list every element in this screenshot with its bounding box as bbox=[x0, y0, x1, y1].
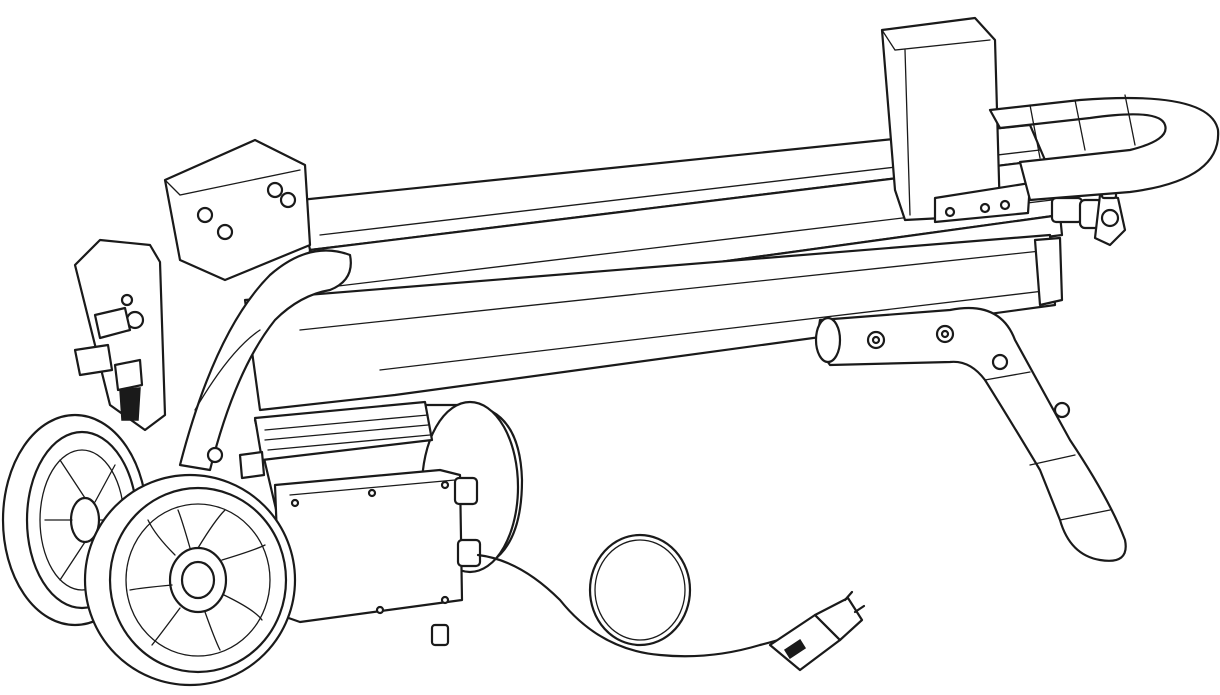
splitting-wedge bbox=[73, 138, 312, 432]
push-plate bbox=[880, 16, 1032, 224]
frame-tube bbox=[178, 249, 352, 472]
handle-tube bbox=[988, 94, 1220, 202]
switch-box bbox=[273, 468, 482, 647]
carry-handle bbox=[814, 306, 1127, 562]
power-plug bbox=[768, 590, 866, 672]
hydraulic-cylinder bbox=[243, 233, 1064, 412]
power-cord bbox=[476, 533, 817, 658]
front-wheel bbox=[83, 473, 297, 687]
